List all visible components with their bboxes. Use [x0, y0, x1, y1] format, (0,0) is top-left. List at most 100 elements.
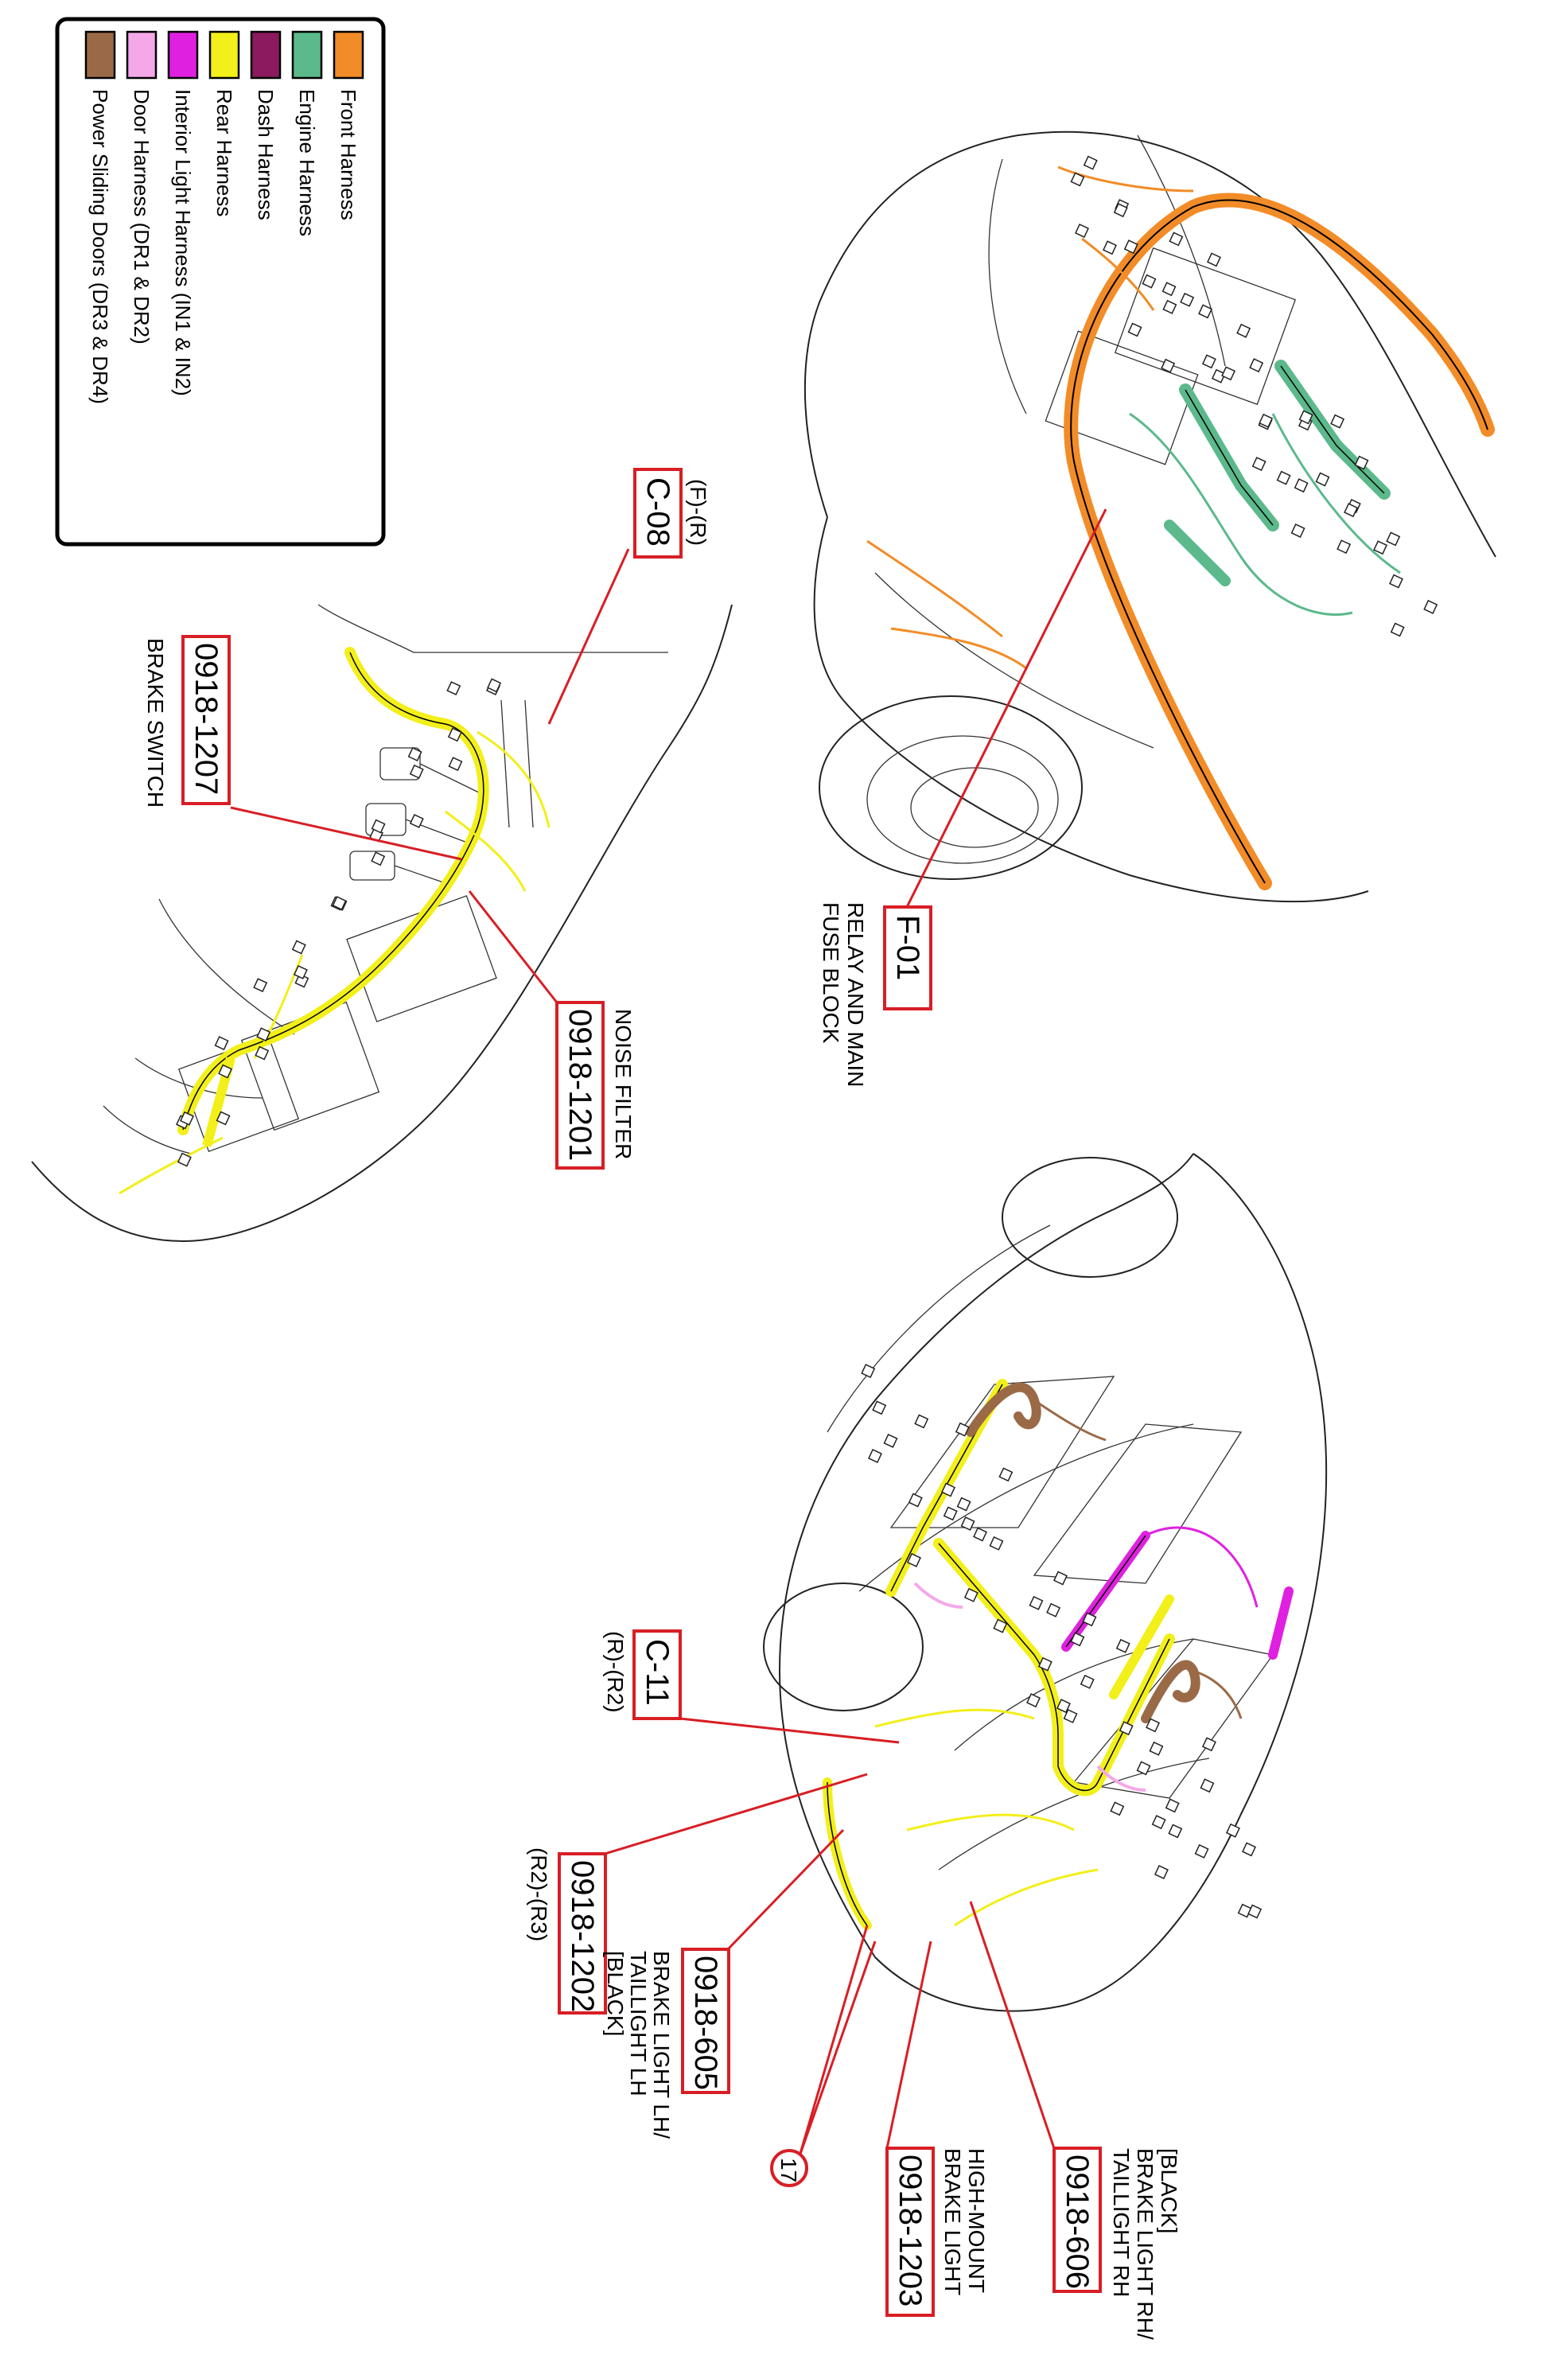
connector: [255, 1045, 270, 1061]
connector: [1330, 414, 1345, 429]
connector: [1127, 322, 1142, 337]
rear-wheel-arch-bottom: [763, 1582, 924, 1711]
connector: [868, 1449, 882, 1463]
legend-swatch: [291, 30, 323, 80]
connector: [1154, 1865, 1169, 1879]
connector: [973, 1527, 988, 1542]
engine-bay-view: [803, 130, 1496, 903]
legend-box: [55, 17, 386, 547]
connector: [1029, 1595, 1044, 1610]
front-wheel-arch: [819, 695, 1083, 880]
connector: [1162, 299, 1177, 314]
connector: [371, 819, 386, 834]
connector: [1083, 155, 1098, 170]
connector: [256, 1027, 271, 1042]
c0918-605-desc-line2: TAILLIGHT LH: [626, 1951, 651, 2096]
connector: [409, 813, 424, 828]
connector: [1161, 282, 1177, 297]
connector: [1053, 1571, 1068, 1586]
connector: [1200, 1778, 1215, 1793]
connector: [1315, 472, 1330, 487]
legend-swatch: [84, 30, 116, 80]
c0918-605-code: 0918-605: [688, 1956, 723, 2090]
connector: [1423, 599, 1438, 614]
c0918-1207-box: [181, 635, 231, 805]
dash-view: [31, 604, 733, 1243]
connector: [1080, 1674, 1095, 1689]
c0918-1203-box: [885, 2147, 935, 2317]
connector: [1251, 457, 1266, 472]
connector: [1070, 172, 1085, 187]
connector: [1259, 413, 1274, 428]
c11-box: [632, 1629, 682, 1720]
connector: [1063, 1708, 1078, 1723]
connector: [487, 678, 502, 693]
c11-code: C-11: [640, 1639, 675, 1706]
connector: [446, 681, 461, 696]
legend-swatches: [84, 30, 364, 80]
c0918-606-box: [1052, 2147, 1102, 2293]
legend-label: Power Sliding Doors (DR3 & DR4): [88, 89, 112, 404]
connector: [1146, 1718, 1161, 1733]
legend-label: Dash Harness: [254, 89, 278, 220]
connector: [177, 1152, 192, 1167]
legend-swatch: [333, 30, 364, 80]
c08-note: (F)-(R): [686, 479, 710, 546]
connector: [1149, 1741, 1164, 1756]
connector: [1198, 304, 1213, 319]
connector: [1201, 1737, 1216, 1752]
connector: [1290, 524, 1305, 538]
f01-desc-line2: FUSE BLOCK: [819, 902, 843, 1044]
connector: [1336, 539, 1352, 555]
connector: [1103, 240, 1117, 255]
c0918-1203-desc-line2: BRAKE LIGHT: [940, 2148, 965, 2295]
connector: [955, 1422, 970, 1437]
connector: [1151, 1815, 1166, 1830]
f01-desc-line1: RELAY AND MAIN: [843, 902, 868, 1087]
connector: [956, 1497, 971, 1512]
connector: [993, 1618, 1008, 1633]
connector: [1201, 354, 1216, 369]
connector: [998, 1467, 1014, 1482]
connector: [1194, 1843, 1209, 1859]
connector: [1211, 368, 1226, 383]
legend-label: Interior Light Harness (IN1 & IN2): [171, 89, 195, 396]
engine-bay-connectors: [1070, 155, 1438, 637]
callout-0918-605: 0918-605 BRAKE LIGHT LH/ TAILLIGHT LH [B…: [603, 1828, 845, 2139]
connector: [407, 747, 422, 761]
connector: [1249, 358, 1264, 373]
connector: [1386, 531, 1401, 547]
connector: [409, 764, 424, 779]
connector: [914, 1414, 929, 1429]
connector: [1046, 1602, 1061, 1618]
connector: [1119, 1721, 1134, 1736]
callout-0918-1207: 0918-1207 BRAKE SWITCH: [143, 635, 462, 861]
c0918-1203-code: 0918-1203: [893, 2155, 928, 2307]
rear-connectors: [861, 1364, 1263, 1919]
connector: [989, 1536, 1004, 1551]
connector: [448, 757, 463, 772]
connector: [1389, 574, 1403, 589]
connector: [291, 940, 306, 955]
callout-0918-606: 0918-606 [BLACK] BRAKE LIGHT RH/ TAILLIG…: [969, 1901, 1181, 2340]
connector: [1180, 292, 1195, 307]
connector: [214, 1036, 229, 1051]
c0918-1202-box: [558, 1852, 607, 2015]
f01-box: [883, 905, 932, 1010]
c0918-1202-code: 0918-1202: [565, 1860, 600, 2012]
c0918-1201-code: 0918-1201: [562, 1009, 597, 1161]
connector: [1236, 323, 1251, 338]
c0918-606-desc-line1: [BLACK]: [1157, 2148, 1181, 2233]
connector: [1354, 455, 1369, 470]
connector: [218, 1064, 233, 1079]
c0918-606-desc-line2: BRAKE LIGHT RH/: [1133, 2148, 1158, 2340]
connector: [1082, 1612, 1097, 1627]
c08-box: [633, 468, 683, 559]
f01-code: F-01: [890, 915, 925, 980]
rear-wheel-arch-top: [1002, 1157, 1178, 1278]
legend-label: Front Harness: [337, 89, 360, 220]
connector: [1075, 224, 1089, 238]
connector: [960, 1516, 975, 1531]
connector: [963, 1587, 979, 1602]
